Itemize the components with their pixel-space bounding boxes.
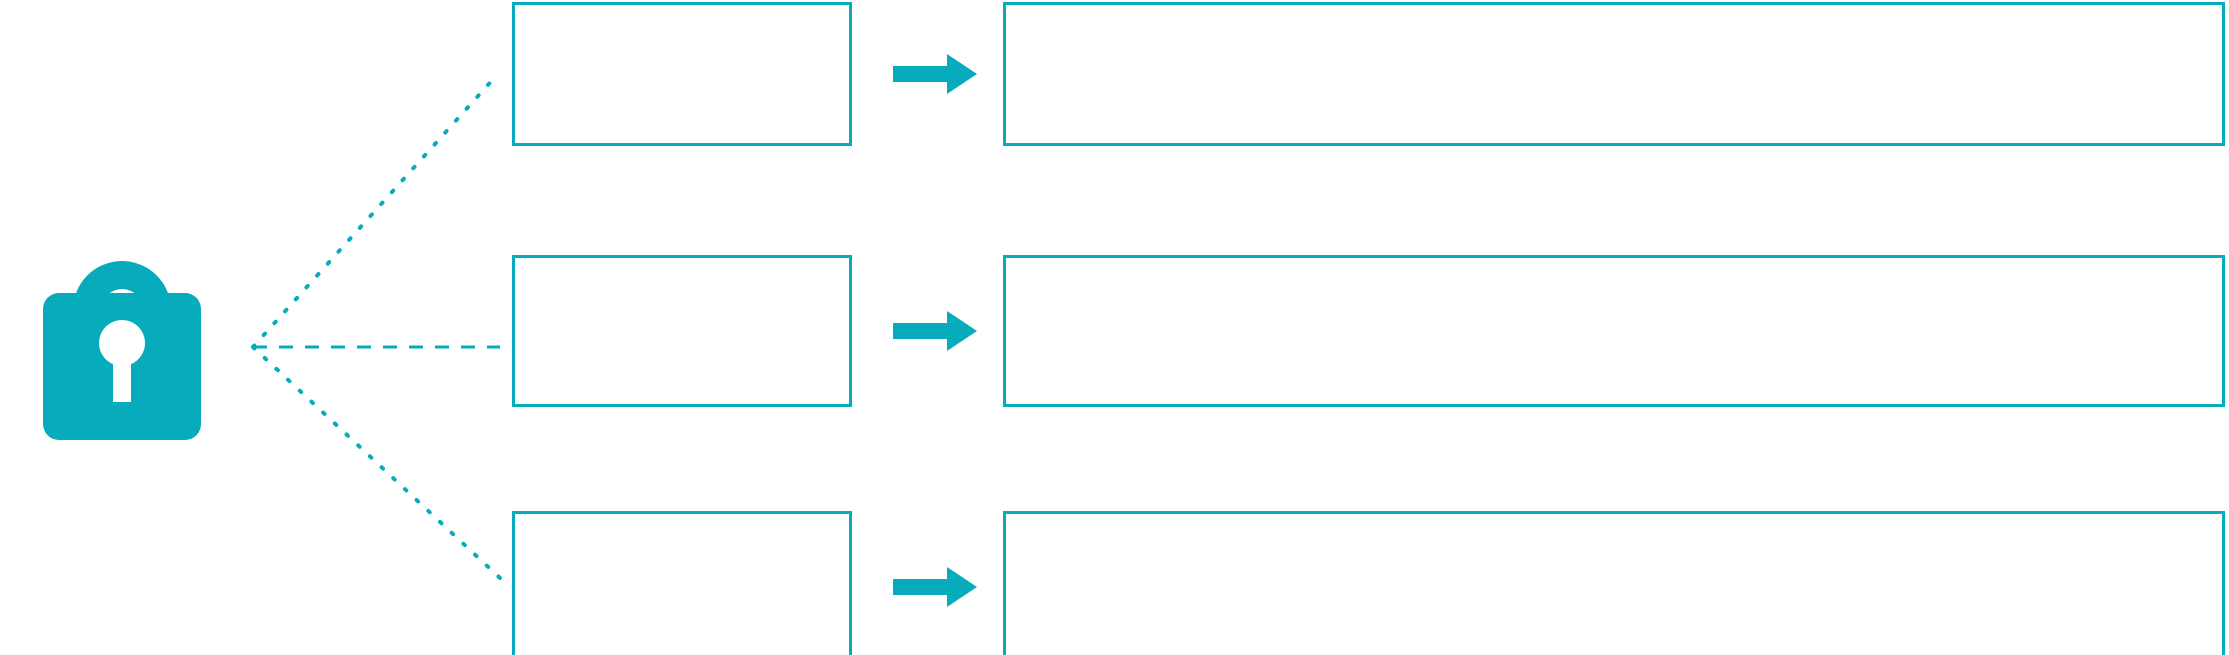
effect-box-2[interactable] <box>1003 255 2225 407</box>
cause-box-2[interactable] <box>512 255 852 407</box>
effect-box-3[interactable] <box>1003 511 2225 655</box>
arrow-right-icon-3 <box>893 567 977 607</box>
arrow-right-icon-1 <box>893 54 977 94</box>
diagram-row <box>0 2 2229 146</box>
diagram-row <box>0 511 2229 655</box>
diagram-row <box>0 255 2229 407</box>
lock-icon <box>24 150 220 440</box>
arrow-right-icon-2 <box>893 311 977 351</box>
effect-box-1[interactable] <box>1003 2 2225 146</box>
cause-box-3[interactable] <box>512 511 852 655</box>
cause-box-1[interactable] <box>512 2 852 146</box>
